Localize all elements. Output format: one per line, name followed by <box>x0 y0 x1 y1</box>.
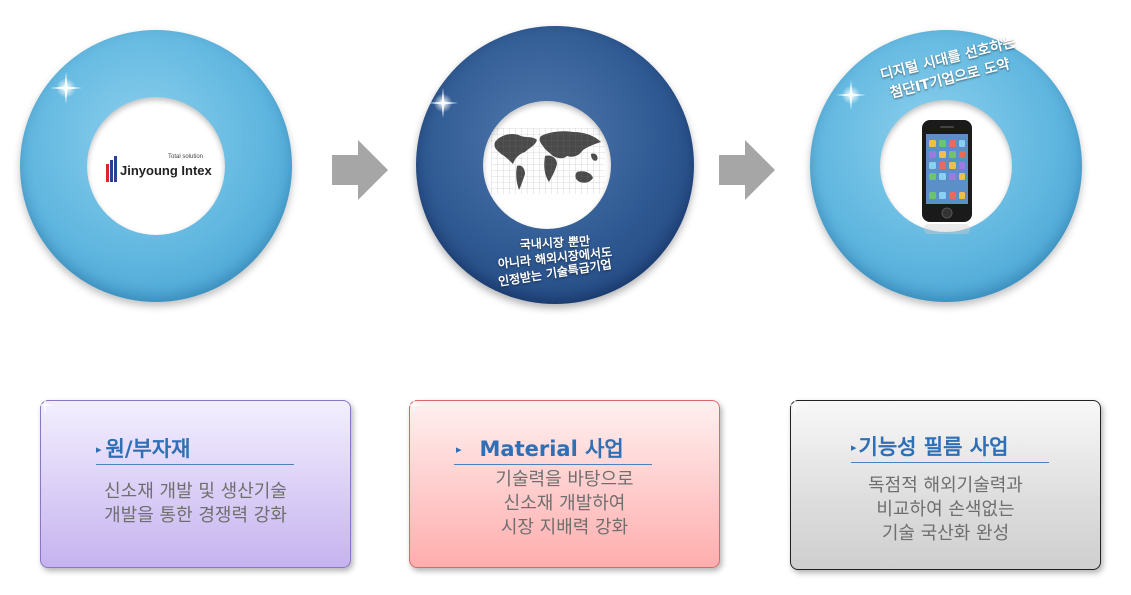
box-title-functional-film: ▸기능성 필름 사업 <box>851 431 1008 461</box>
box-desc-line: 시장 지배력 강화 <box>500 517 629 538</box>
sparkle-icon <box>835 79 867 111</box>
box-desc-line: 독점적 해외기술력과 <box>868 475 1023 496</box>
logo-tagline: Total solution <box>168 154 204 160</box>
box-desc-line: 기술력을 바탕으로 <box>495 469 634 490</box>
bullet-icon: ▸ <box>456 443 462 456</box>
arrow-right-icon <box>332 140 388 200</box>
box-divider <box>851 462 1049 463</box>
arrow-right-icon <box>719 140 775 200</box>
sparkle-icon <box>50 72 82 104</box>
bullet-icon: ▸ <box>851 441 857 454</box>
box-title-raw-materials: ▸원/부자재 <box>96 433 190 463</box>
box-title-text: Material 사업 <box>479 437 624 461</box>
box-desc-line: 개발을 통한 경쟁력 강화 <box>104 505 287 526</box>
box-desc-line: 비교하여 손색없는 <box>876 499 1015 520</box>
box-divider <box>96 464 294 465</box>
box-title-material: ▸ Material 사업 <box>456 433 624 463</box>
business-box-functional-film <box>790 400 1101 570</box>
bullet-icon: ▸ <box>96 443 102 456</box>
box-desc-functional-film: 독점적 해외기술력과 비교하여 손색없는 기술 국산화 완성 <box>790 474 1101 546</box>
logo-name: Jinyoung Intex <box>120 163 212 178</box>
company-logo: Total solution Jinyoung Intex <box>106 154 216 184</box>
logo-mark-icon <box>106 156 117 182</box>
sparkle-icon <box>35 395 55 415</box>
stage-3-caption: 디지털 시대를 선호하는 첨단IT기업으로 도약 <box>850 34 1040 101</box>
box-desc-line: 기술 국산화 완성 <box>881 523 1010 544</box>
box-desc-material: 기술력을 바탕으로 신소재 개발하여 시장 지배력 강화 <box>409 468 720 540</box>
business-box-raw-materials <box>40 400 351 568</box>
box-title-text: 원/부자재 <box>105 437 191 461</box>
sparkle-icon <box>427 87 459 119</box>
sparkle-icon <box>785 395 805 415</box>
box-desc-line: 신소재 개발 및 생산기술 <box>104 481 287 502</box>
world-map-icon <box>491 128 605 194</box>
smartphone-icon <box>922 120 972 234</box>
sparkle-icon <box>404 395 424 415</box>
box-desc-raw-materials: 신소재 개발 및 생산기술 개발을 통한 경쟁력 강화 <box>40 480 351 528</box>
stage-2-caption: 국내시장 뿐만 아니라 해외시장에서도 인정받는 기술특급기업 <box>470 234 640 289</box>
box-desc-line: 신소재 개발하여 <box>503 493 626 514</box>
box-divider <box>454 464 652 465</box>
business-box-material <box>409 400 720 568</box>
box-title-text: 기능성 필름 사업 <box>858 435 1009 459</box>
